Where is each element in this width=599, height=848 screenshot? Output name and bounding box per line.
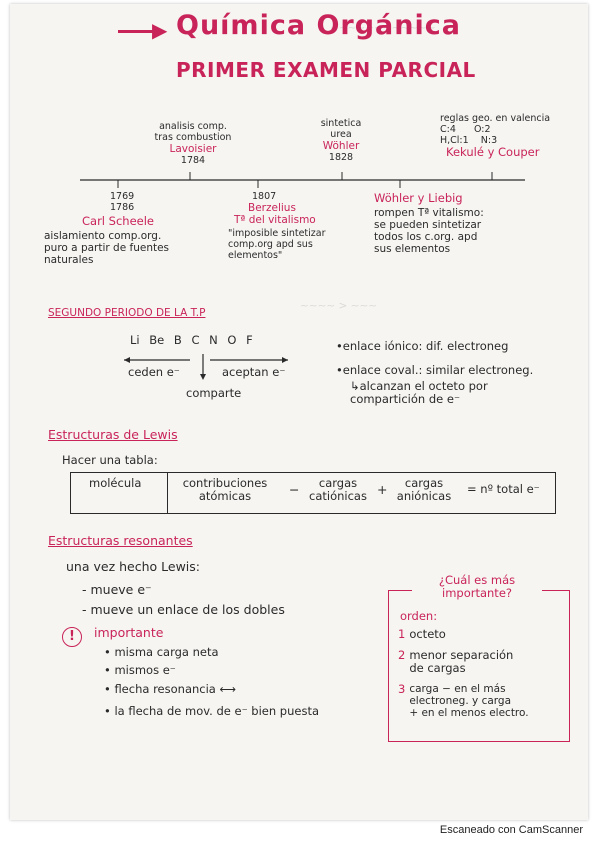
timeline-event-kekule: reglas geo. en valencia C:4 O:2 H,Cl:1 N…	[440, 113, 580, 159]
importance-list: 1 octeto 2 menor separación de cargas 3 …	[398, 628, 563, 720]
event-name-2: Tª del vitalismo	[234, 214, 316, 226]
importance-item: 1 octeto	[398, 628, 563, 641]
lewis-table: molécula contribuciones atómicas − carga…	[70, 472, 556, 514]
element-symbol: B	[173, 333, 182, 347]
event-text: reglas geo. en valencia C:4 O:2 H,Cl:1 N…	[440, 113, 551, 146]
timeline-event-scheele: 1769 1786 Carl Scheele aislamiento comp.…	[44, 191, 204, 266]
importance-number: 3	[398, 682, 406, 696]
event-year: 1769 1786	[110, 191, 135, 213]
timeline-event-berzelius: 1807 Berzelius Tª del vitalismo "imposib…	[222, 191, 352, 261]
timeline-event-wohler: sintetica urea Wöhler 1828	[305, 118, 377, 163]
important-icon: !	[62, 627, 82, 647]
lewis-cell-molecula: molécula	[89, 476, 142, 490]
title-arrow-line	[118, 30, 158, 33]
section-heading-resonantes: Estructuras resonantes	[48, 533, 193, 548]
event-text: analisis comp. tras combustion	[154, 121, 232, 143]
event-name: Lavoisier	[169, 143, 217, 155]
element-symbol: N	[209, 333, 218, 347]
event-name: Wöhler y Liebig	[374, 191, 463, 205]
important-item: • mismos e⁻	[104, 663, 176, 677]
periodo-arrows	[124, 354, 288, 380]
bleed-through-text: ∼∼∼∼ > ∼∼∼	[300, 300, 378, 312]
importance-number: 1	[398, 627, 406, 641]
section-heading-periodo: SEGUNDO PERIODO DE LA T.P	[48, 307, 206, 319]
lewis-minus: −	[289, 482, 300, 497]
notebook-page	[10, 4, 588, 820]
importance-orden: orden:	[400, 609, 438, 623]
element-symbol: F	[246, 333, 253, 347]
lewis-intro: Hacer una tabla:	[62, 453, 158, 467]
event-name: Wöhler	[322, 140, 360, 152]
resonantes-item: - mueve e⁻	[82, 582, 152, 597]
comparte-label: comparte	[186, 386, 242, 400]
element-symbol: Li	[130, 333, 140, 347]
page-subtitle: PRIMER EXAMEN PARCIAL	[176, 58, 476, 82]
importance-text: menor separación de cargas	[409, 648, 514, 675]
resonantes-item: - mueve un enlace de los dobles	[82, 602, 285, 617]
timeline-axis	[80, 172, 525, 188]
event-year: 1807	[252, 191, 277, 202]
note-octeto: ↳alcanzan el octeto por compartición de …	[350, 379, 488, 406]
important-label: importante	[94, 625, 164, 640]
event-text: aislamiento comp.org. puro a partir de f…	[44, 230, 170, 266]
resonantes-intro: una vez hecho Lewis:	[66, 559, 200, 574]
importance-box-title: ¿Cuál es más importante?	[412, 574, 542, 600]
importance-number: 2	[398, 648, 406, 662]
element-symbol: C	[191, 333, 200, 347]
importance-item: 2 menor separación de cargas	[398, 649, 563, 675]
aceptan-label: aceptan e⁻	[222, 365, 286, 379]
section-heading-lewis: Estructuras de Lewis	[48, 427, 178, 442]
page-title: Química Orgánica	[176, 10, 461, 41]
lewis-cell-contribuciones: contribuciones atómicas	[182, 476, 268, 503]
event-year: 1828	[328, 152, 354, 163]
note-ionico: •enlace iónico: dif. electroneg	[336, 339, 509, 353]
lewis-plus: +	[377, 482, 388, 497]
event-name: Kekulé y Couper	[446, 145, 540, 159]
note-covalente: •enlace coval.: similar electroneg.	[336, 363, 534, 377]
element-row: Li Be B C N O F	[130, 334, 253, 347]
event-text: rompen Tª vitalismo: se pueden sintetiza…	[374, 207, 484, 255]
lewis-cell-cationicas: cargas catiónicas	[309, 476, 367, 503]
event-year: 1784	[180, 155, 206, 166]
important-item: • la flecha de mov. de e⁻ bien puesta	[104, 704, 320, 718]
timeline-event-wohler-liebig: Wöhler y Liebig rompen Tª vitalismo: se …	[374, 191, 514, 256]
element-symbol: Be	[149, 333, 165, 347]
lewis-table-divider	[167, 473, 169, 513]
important-item: • flecha resonancia ⟷	[104, 682, 236, 696]
bleed-through-text: ~~~~~~~~~~~~	[330, 22, 436, 34]
importance-item: 3 carga − en el más electroneg. y carga …	[398, 682, 563, 720]
event-text: sintetica urea	[320, 118, 362, 140]
event-text: "imposible sintetizar comp.org apd sus e…	[228, 228, 326, 261]
event-name: Carl Scheele	[82, 214, 154, 228]
ceden-label: ceden e⁻	[128, 365, 180, 379]
title-arrow-head: ▶	[152, 18, 168, 42]
scanner-footer: Escaneado con CamScanner	[439, 824, 583, 836]
element-symbol: O	[227, 333, 237, 347]
important-item: • misma carga neta	[104, 645, 219, 659]
importance-text: carga − en el más electroneg. y carga + …	[409, 683, 529, 719]
importance-text: octeto	[409, 627, 446, 641]
event-name: Berzelius	[248, 202, 296, 214]
lewis-cell-total: = nº total e⁻	[467, 482, 540, 496]
timeline-event-lavoisier: analisis comp. tras combustion Lavoisier…	[148, 121, 238, 166]
lewis-cell-anionicas: cargas aniónicas	[396, 476, 452, 503]
